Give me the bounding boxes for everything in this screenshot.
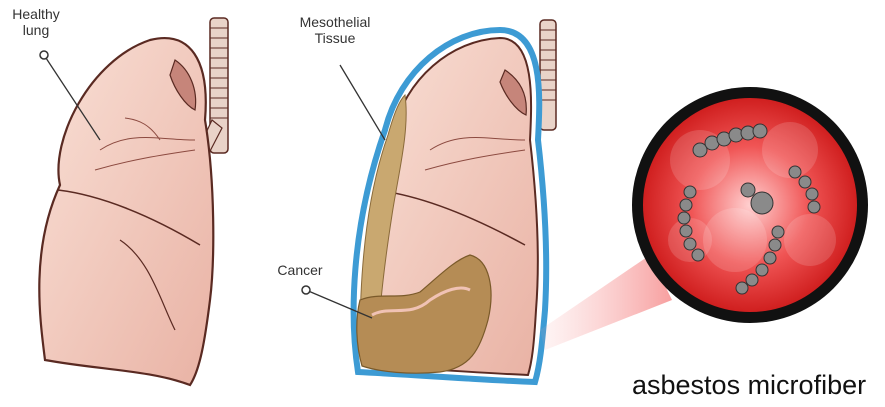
healthy-lung-illustration: [39, 18, 228, 385]
cancer-label: Cancer: [270, 262, 330, 278]
microscope-view: [632, 87, 868, 323]
asbestos-microfiber-caption: asbestos microfiber: [632, 370, 866, 401]
mesothelial-tissue-label: Mesothelial Tissue: [285, 14, 385, 46]
diseased-lung-illustration: [302, 20, 556, 382]
mesothelial-pointer: [340, 65, 385, 140]
trachea: [540, 20, 556, 130]
healthy-lung-label: Healthy lung: [6, 6, 66, 38]
